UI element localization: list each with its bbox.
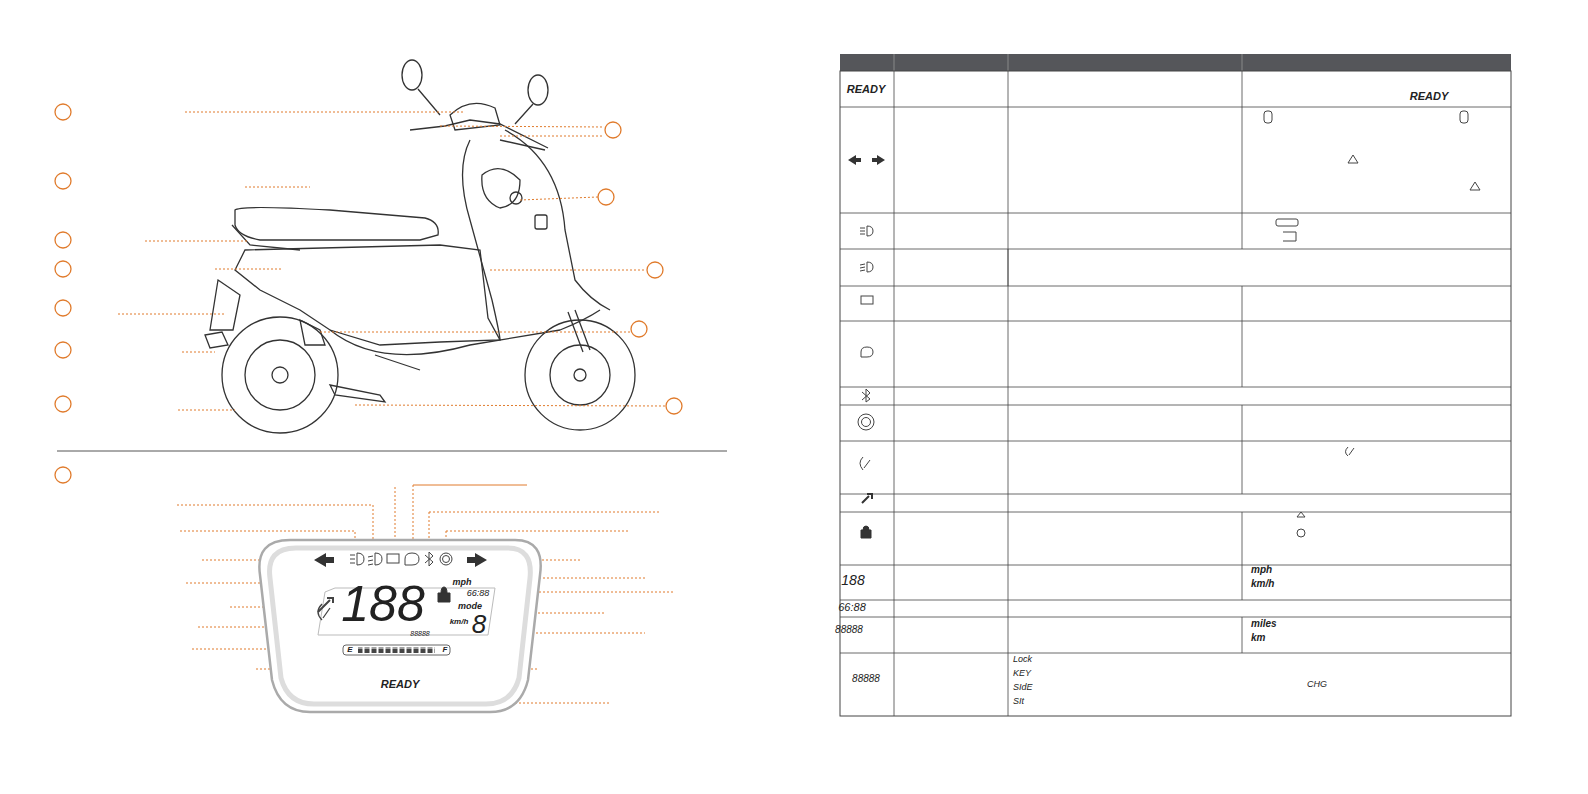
clock-digits: 66:88	[838, 602, 866, 613]
message: SIt	[1013, 697, 1024, 706]
unit: km/h	[450, 618, 469, 626]
odometer-digits: 88888	[835, 625, 863, 635]
mode-digit: 8	[472, 611, 486, 637]
speed-digits: 188	[841, 573, 864, 587]
scooter-drawing	[205, 60, 635, 433]
unit: mph	[1251, 565, 1272, 575]
message: CHG	[1307, 680, 1327, 689]
separator	[57, 451, 727, 452]
ready-indicator: READY	[847, 84, 886, 95]
message: KEY	[1013, 669, 1031, 678]
battery-full: F	[443, 646, 448, 654]
battery-empty: E	[347, 646, 352, 654]
table	[840, 54, 1511, 716]
ready-indicator: READY	[381, 679, 420, 690]
message: Lock	[1013, 655, 1032, 664]
odometer-digits: 88888	[410, 630, 429, 637]
unit: miles	[1251, 619, 1277, 629]
dashboard	[259, 540, 540, 712]
unit: km	[1251, 633, 1265, 643]
mode-label: mode	[458, 602, 482, 611]
leader-lines	[118, 112, 674, 703]
message: SIdE	[1013, 683, 1033, 692]
unit: mph	[453, 578, 472, 587]
message-digits: 88888	[852, 674, 880, 684]
unit: km/h	[1251, 579, 1274, 589]
clock-digits: 66:88	[467, 589, 490, 598]
ready-indicator: READY	[1410, 91, 1449, 102]
callout-circles	[55, 104, 682, 483]
speed-digits: 188	[341, 579, 424, 629]
